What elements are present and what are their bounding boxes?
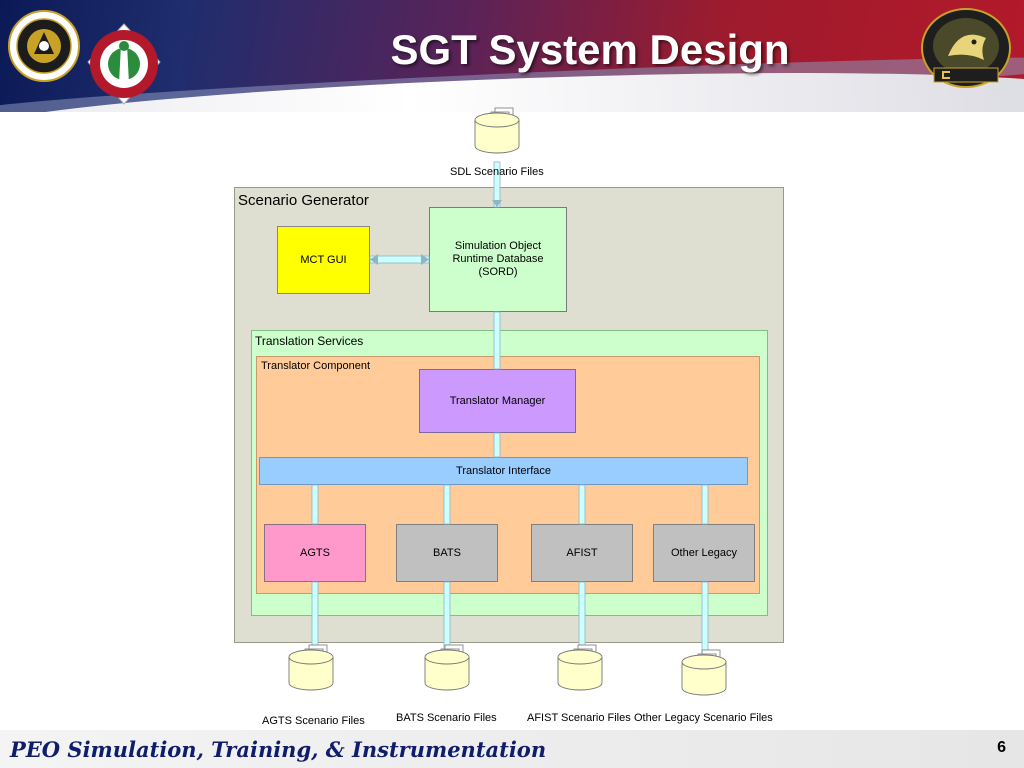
organization-name: PEO Simulation, Training, & Instrumentat… [10,737,547,762]
mct-gui-box: MCT GUI [277,226,370,294]
afist-scenario-files-label: AFIST Scenario Files [527,712,631,724]
title-banner [0,0,1024,112]
connector-lines [311,161,709,679]
sdl-files-icon [474,107,520,154]
bats-scenario-files-label: BATS Scenario Files [396,712,497,724]
translator-interface-bar: Translator Interface [259,457,748,485]
page-number: 6 [997,739,1006,756]
mct-gui-label: MCT GUI [300,254,347,266]
bats-module-box: BATS [396,524,498,582]
bats-module-label: BATS [433,547,461,559]
translator-manager-box: Translator Manager [419,369,576,433]
afist-files-icon [557,644,603,691]
translation-services-label: Translation Services [255,334,364,348]
sord-box: Simulation Object Runtime Database (SORD… [429,207,567,312]
bats-files-icon [424,644,470,691]
army-acquisition-corps-seal-icon [8,10,80,82]
agts-scenario-files-label: AGTS Scenario Files [262,715,365,727]
other-legacy-module-box: Other Legacy [653,524,755,582]
legacy-files-icon [681,649,727,696]
afist-module-label: AFIST [566,547,598,559]
catt-seal-icon [921,8,1011,88]
sdl-scenario-files-label: SDL Scenario Files [450,166,544,178]
other-legacy-scenario-files-label: Other Legacy Scenario Files [634,712,773,724]
simulation-seal-icon [87,23,161,105]
connector-arrowheads [370,200,502,265]
scenario-generator-label: Scenario Generator [238,192,369,209]
footer-bar: PEO Simulation, Training, & Instrumentat… [0,730,1024,768]
translator-interface-label: Translator Interface [456,465,551,477]
sord-label: Simulation Object Runtime Database (SORD… [452,240,544,278]
translator-component-label: Translator Component [261,360,371,372]
afist-module-box: AFIST [531,524,633,582]
agts-module-box: AGTS [264,524,366,582]
other-legacy-module-label: Other Legacy [670,547,738,559]
slide-title: SGT System Design [390,26,790,73]
agts-files-icon [288,644,334,691]
translator-manager-label: Translator Manager [449,395,546,407]
agts-module-label: AGTS [300,547,330,559]
